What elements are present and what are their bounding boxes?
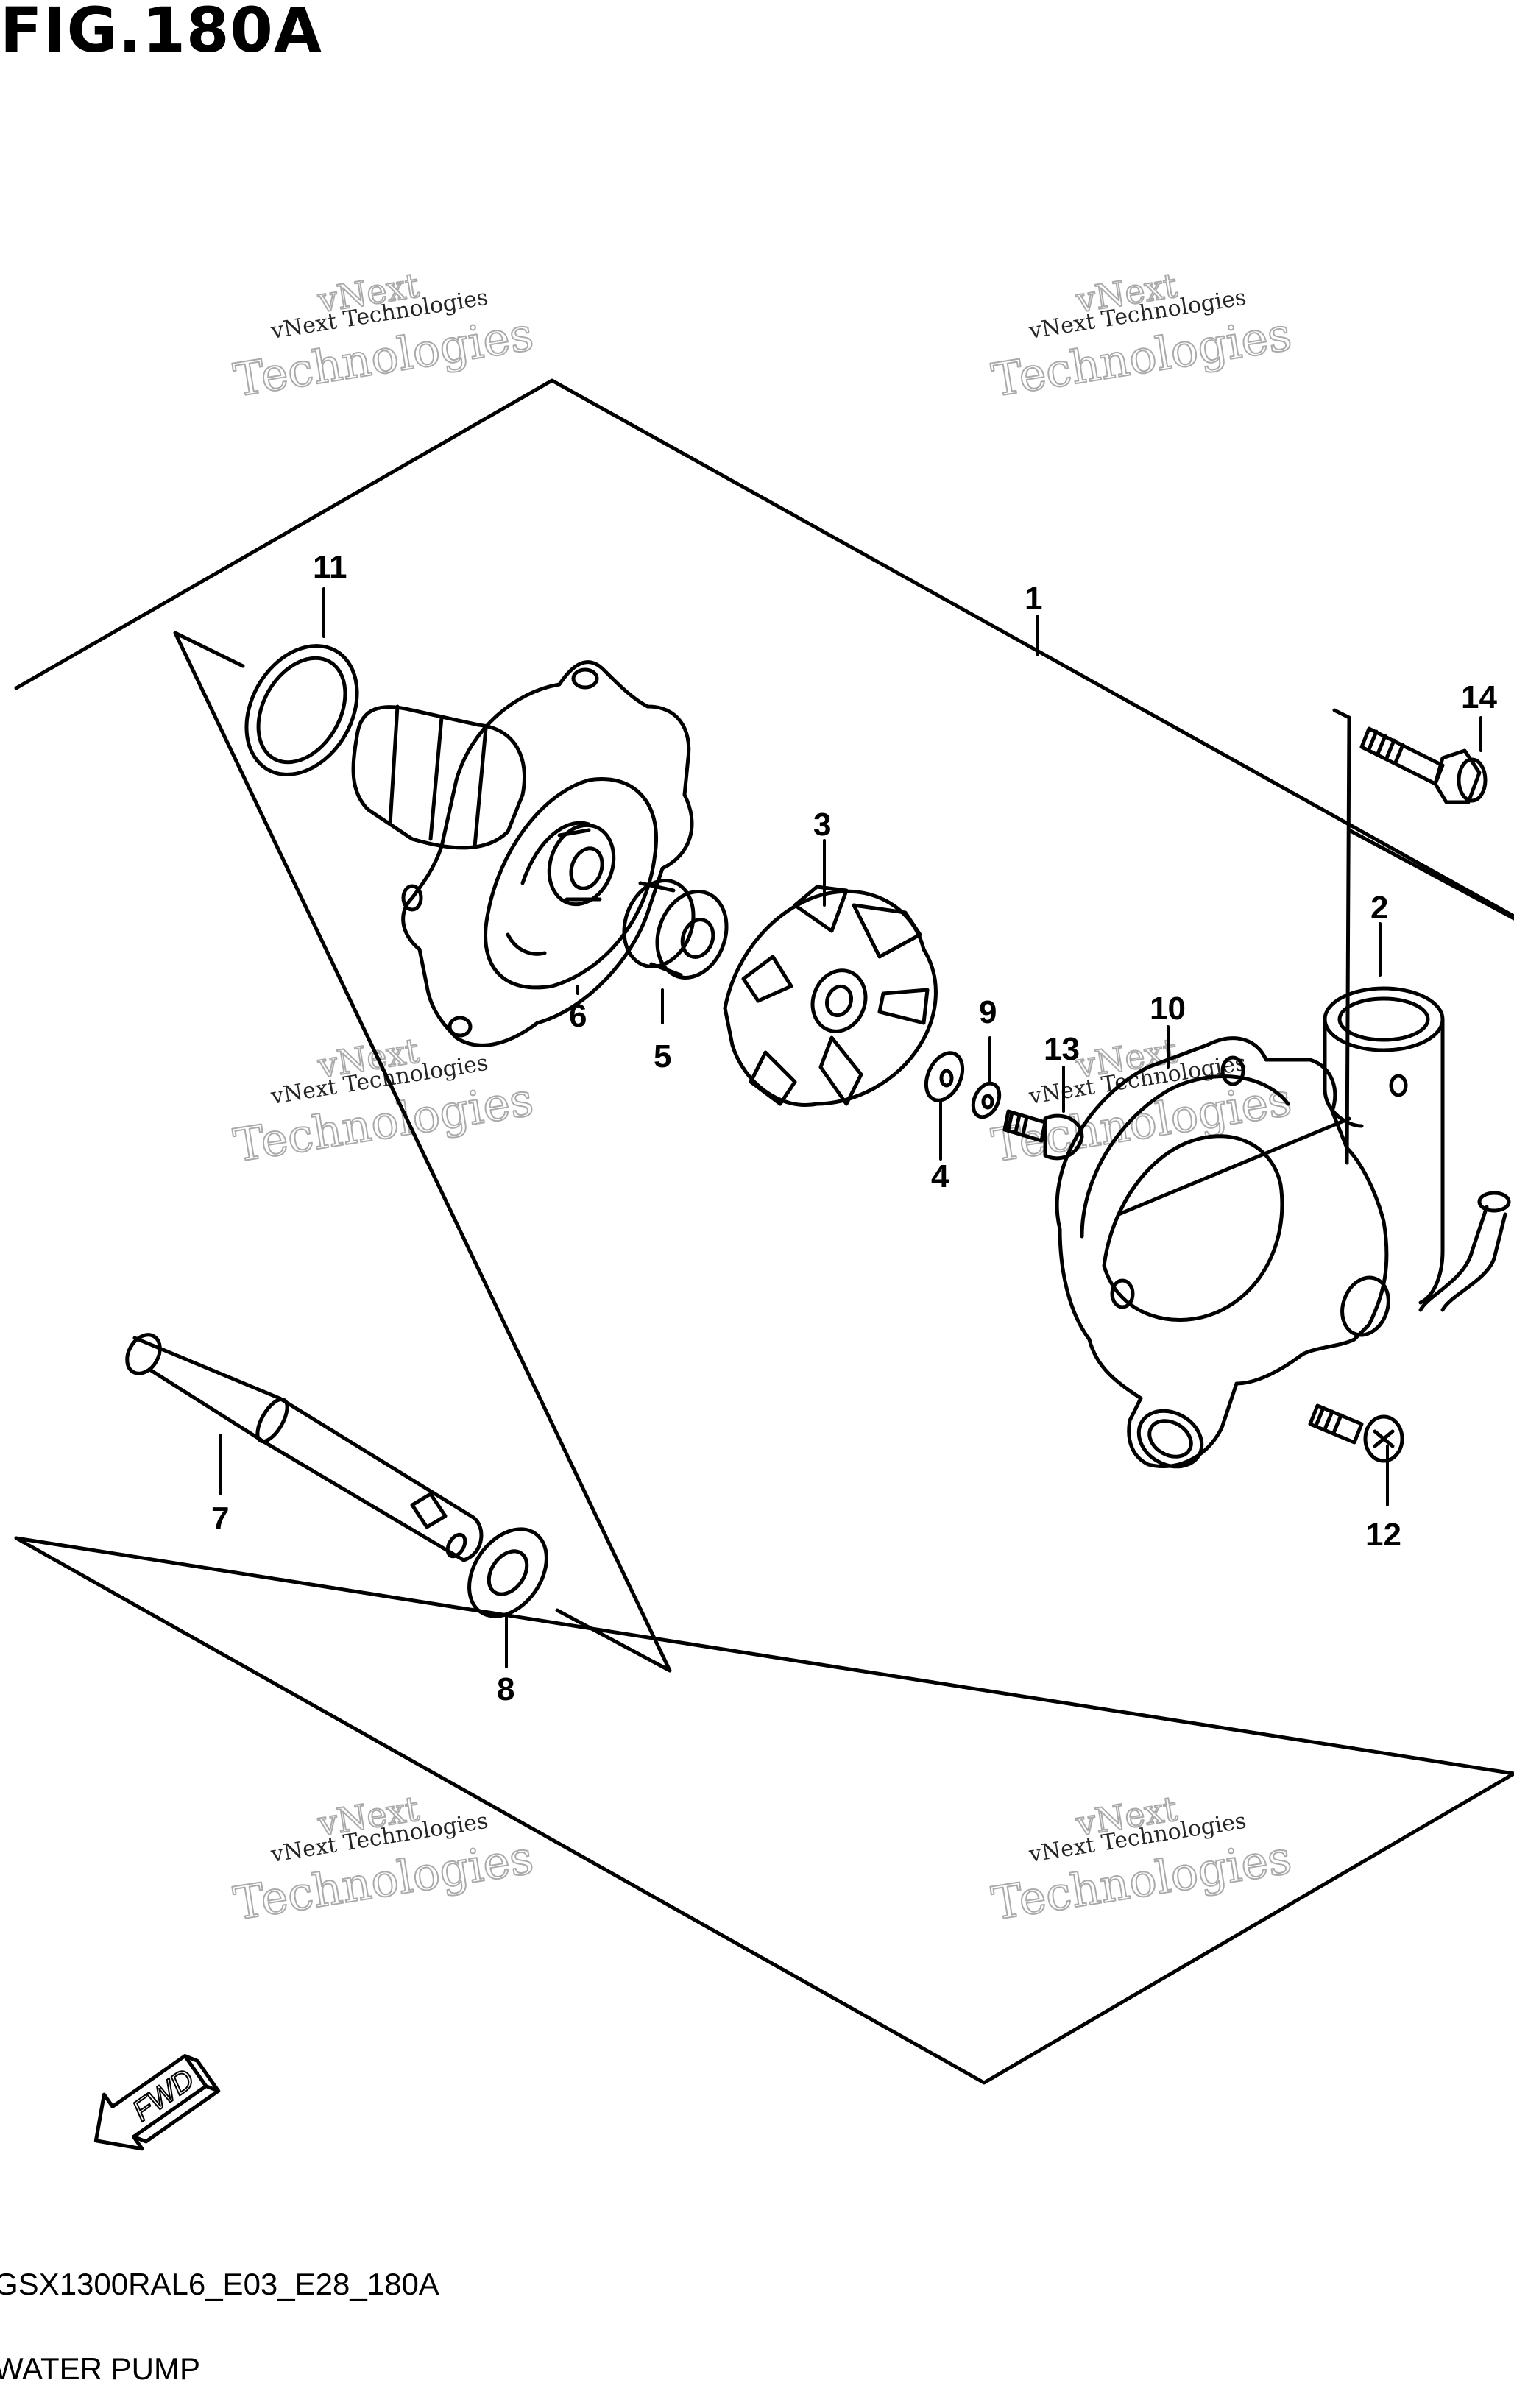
cover-screw-12 <box>1308 1403 1404 1463</box>
pump-cover-10 <box>1055 1036 1389 1469</box>
inlet-nozzle <box>1136 1409 1204 1469</box>
pump-body <box>351 660 694 1047</box>
callout-4: 4 <box>931 1158 949 1194</box>
impeller-shaft-7 <box>125 1333 484 1562</box>
watermark: vNext Technologies vNext Technologies <box>230 1788 538 1931</box>
callout-9: 9 <box>979 994 997 1030</box>
watermark-group: vNext Technologies vNext Technologies vN… <box>230 264 1296 1931</box>
impeller-3 <box>723 885 938 1107</box>
callout-2: 2 <box>1370 890 1388 926</box>
watermark: vNext Technologies vNext Technologies <box>988 1030 1296 1173</box>
callout-14: 14 <box>1461 679 1497 715</box>
callout-8: 8 <box>497 1671 514 1707</box>
inner-group-outline-right <box>1332 708 1351 1165</box>
shaft-washer-8 <box>467 1527 548 1618</box>
mechanical-seal-5 <box>622 879 729 980</box>
inner-group-outline-mid <box>1117 1116 1351 1217</box>
impeller-bolt-13 <box>1002 1109 1084 1161</box>
callout-5: 5 <box>654 1038 671 1074</box>
callout-7: 7 <box>211 1501 229 1537</box>
callout-13: 13 <box>1044 1031 1080 1067</box>
assembly-frame-outline <box>14 378 1514 2085</box>
figure-title: FIG.180A <box>0 0 322 66</box>
watermark: vNext Technologies vNext Technologies <box>230 1030 538 1173</box>
watermark: vNext Technologies vNext Technologies <box>230 264 538 408</box>
diagram-code: GSX1300RAL6_E03_E28_180A <box>0 2267 439 2301</box>
o-ring-11 <box>244 644 359 776</box>
leader-lines <box>219 587 1482 1668</box>
inner-group-outline <box>173 631 672 1673</box>
outlet-pipe-2 <box>1323 986 1511 1337</box>
callout-11: 11 <box>313 549 347 585</box>
oil-seal-6 <box>547 823 616 907</box>
washer-9 <box>971 1081 1002 1119</box>
callout-10: 10 <box>1150 991 1186 1027</box>
callout-3: 3 <box>813 807 831 843</box>
inner-group-outline-right-lower <box>1347 828 1514 921</box>
callout-12: 12 <box>1365 1517 1401 1553</box>
watermark: vNext Technologies vNext Technologies <box>988 264 1296 408</box>
callouts: 1 2 3 4 5 6 7 8 9 10 11 12 13 14 <box>211 549 1497 1707</box>
mounting-bolt-14 <box>1359 726 1488 804</box>
watermark: vNext Technologies vNext Technologies <box>988 1788 1296 1931</box>
washer-4 <box>924 1051 965 1102</box>
fwd-arrow-icon: FWD <box>93 2054 221 2151</box>
diagram-name: WATER PUMP <box>0 2351 200 2386</box>
callout-6: 6 <box>569 998 587 1034</box>
callout-1: 1 <box>1025 581 1042 617</box>
